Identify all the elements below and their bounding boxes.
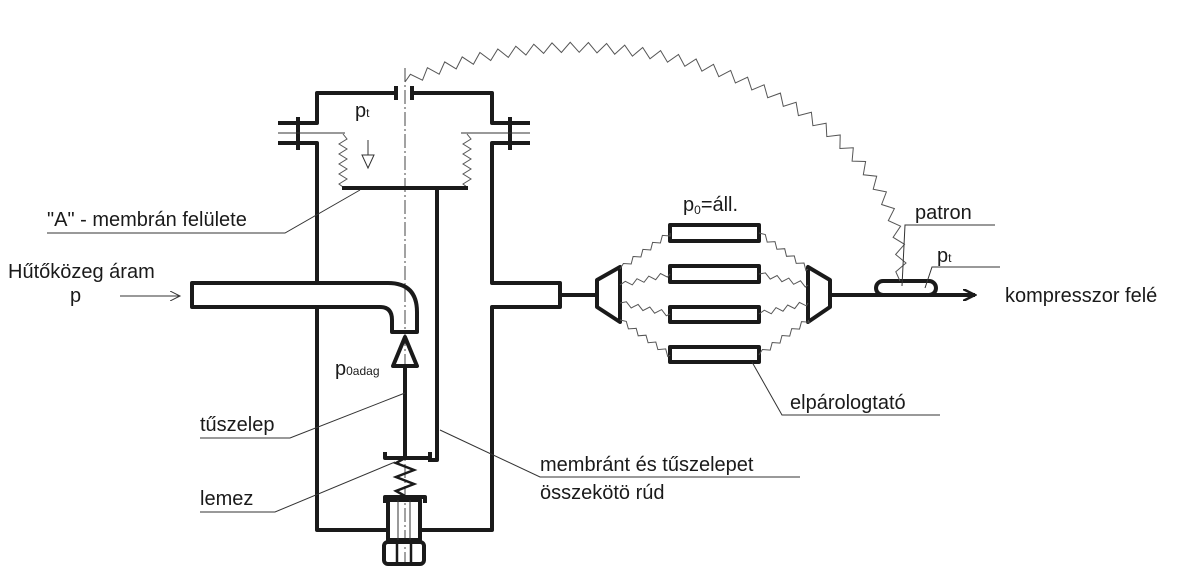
leader-lines (47, 189, 1000, 513)
evaporator-label: elpárologtató (790, 392, 906, 414)
p0-label: p0=áll. (683, 194, 738, 217)
bellows-spring (338, 133, 348, 188)
plate (383, 452, 432, 460)
evaporator-outlet-header (806, 265, 832, 324)
pt-top-label: pt (355, 100, 370, 122)
membrane-surface-label: "A" - membrán felülete (47, 209, 247, 231)
coolant-flow-label: Hűtőközeg áram (8, 261, 155, 283)
evaporator-connection (619, 319, 671, 358)
inlet-pressure-label: p (70, 285, 81, 307)
bellows-spring (462, 133, 472, 188)
connecting-rod (428, 188, 439, 462)
rod-label-line1: membránt és tűszelepet (540, 454, 754, 476)
evaporator-connection (758, 272, 809, 288)
capillary-tube (404, 41, 907, 282)
inlet-pipe (190, 281, 419, 334)
evaporator-connection (619, 232, 671, 270)
sensing-bulb (874, 279, 938, 297)
plate-label: lemez (200, 488, 253, 510)
pt-right-label: pt (937, 245, 952, 267)
to-compressor-label: kompresszor felé (1005, 285, 1157, 307)
pt-arrow (361, 140, 375, 170)
evaporator-connection (619, 301, 671, 317)
evaporator-connection (758, 301, 809, 315)
cartridge-label: patron (915, 202, 972, 224)
adjusting-screw (386, 498, 422, 542)
membrane-bellows (338, 133, 472, 188)
evaporator-connection (758, 232, 809, 272)
nut (382, 540, 426, 566)
evaporator-connections (619, 232, 811, 358)
evaporator-connection (758, 319, 811, 356)
evaporator-connection (619, 272, 671, 286)
evaporator-inlet-header (595, 265, 622, 324)
spring (392, 456, 418, 498)
rod-label-line2: összekötö rúd (540, 482, 665, 504)
needle-valve-label: tűszelep (200, 414, 275, 436)
evaporator-tubes (668, 223, 761, 364)
p0adag-label: p0adag (335, 358, 380, 380)
valve-body (278, 86, 562, 532)
